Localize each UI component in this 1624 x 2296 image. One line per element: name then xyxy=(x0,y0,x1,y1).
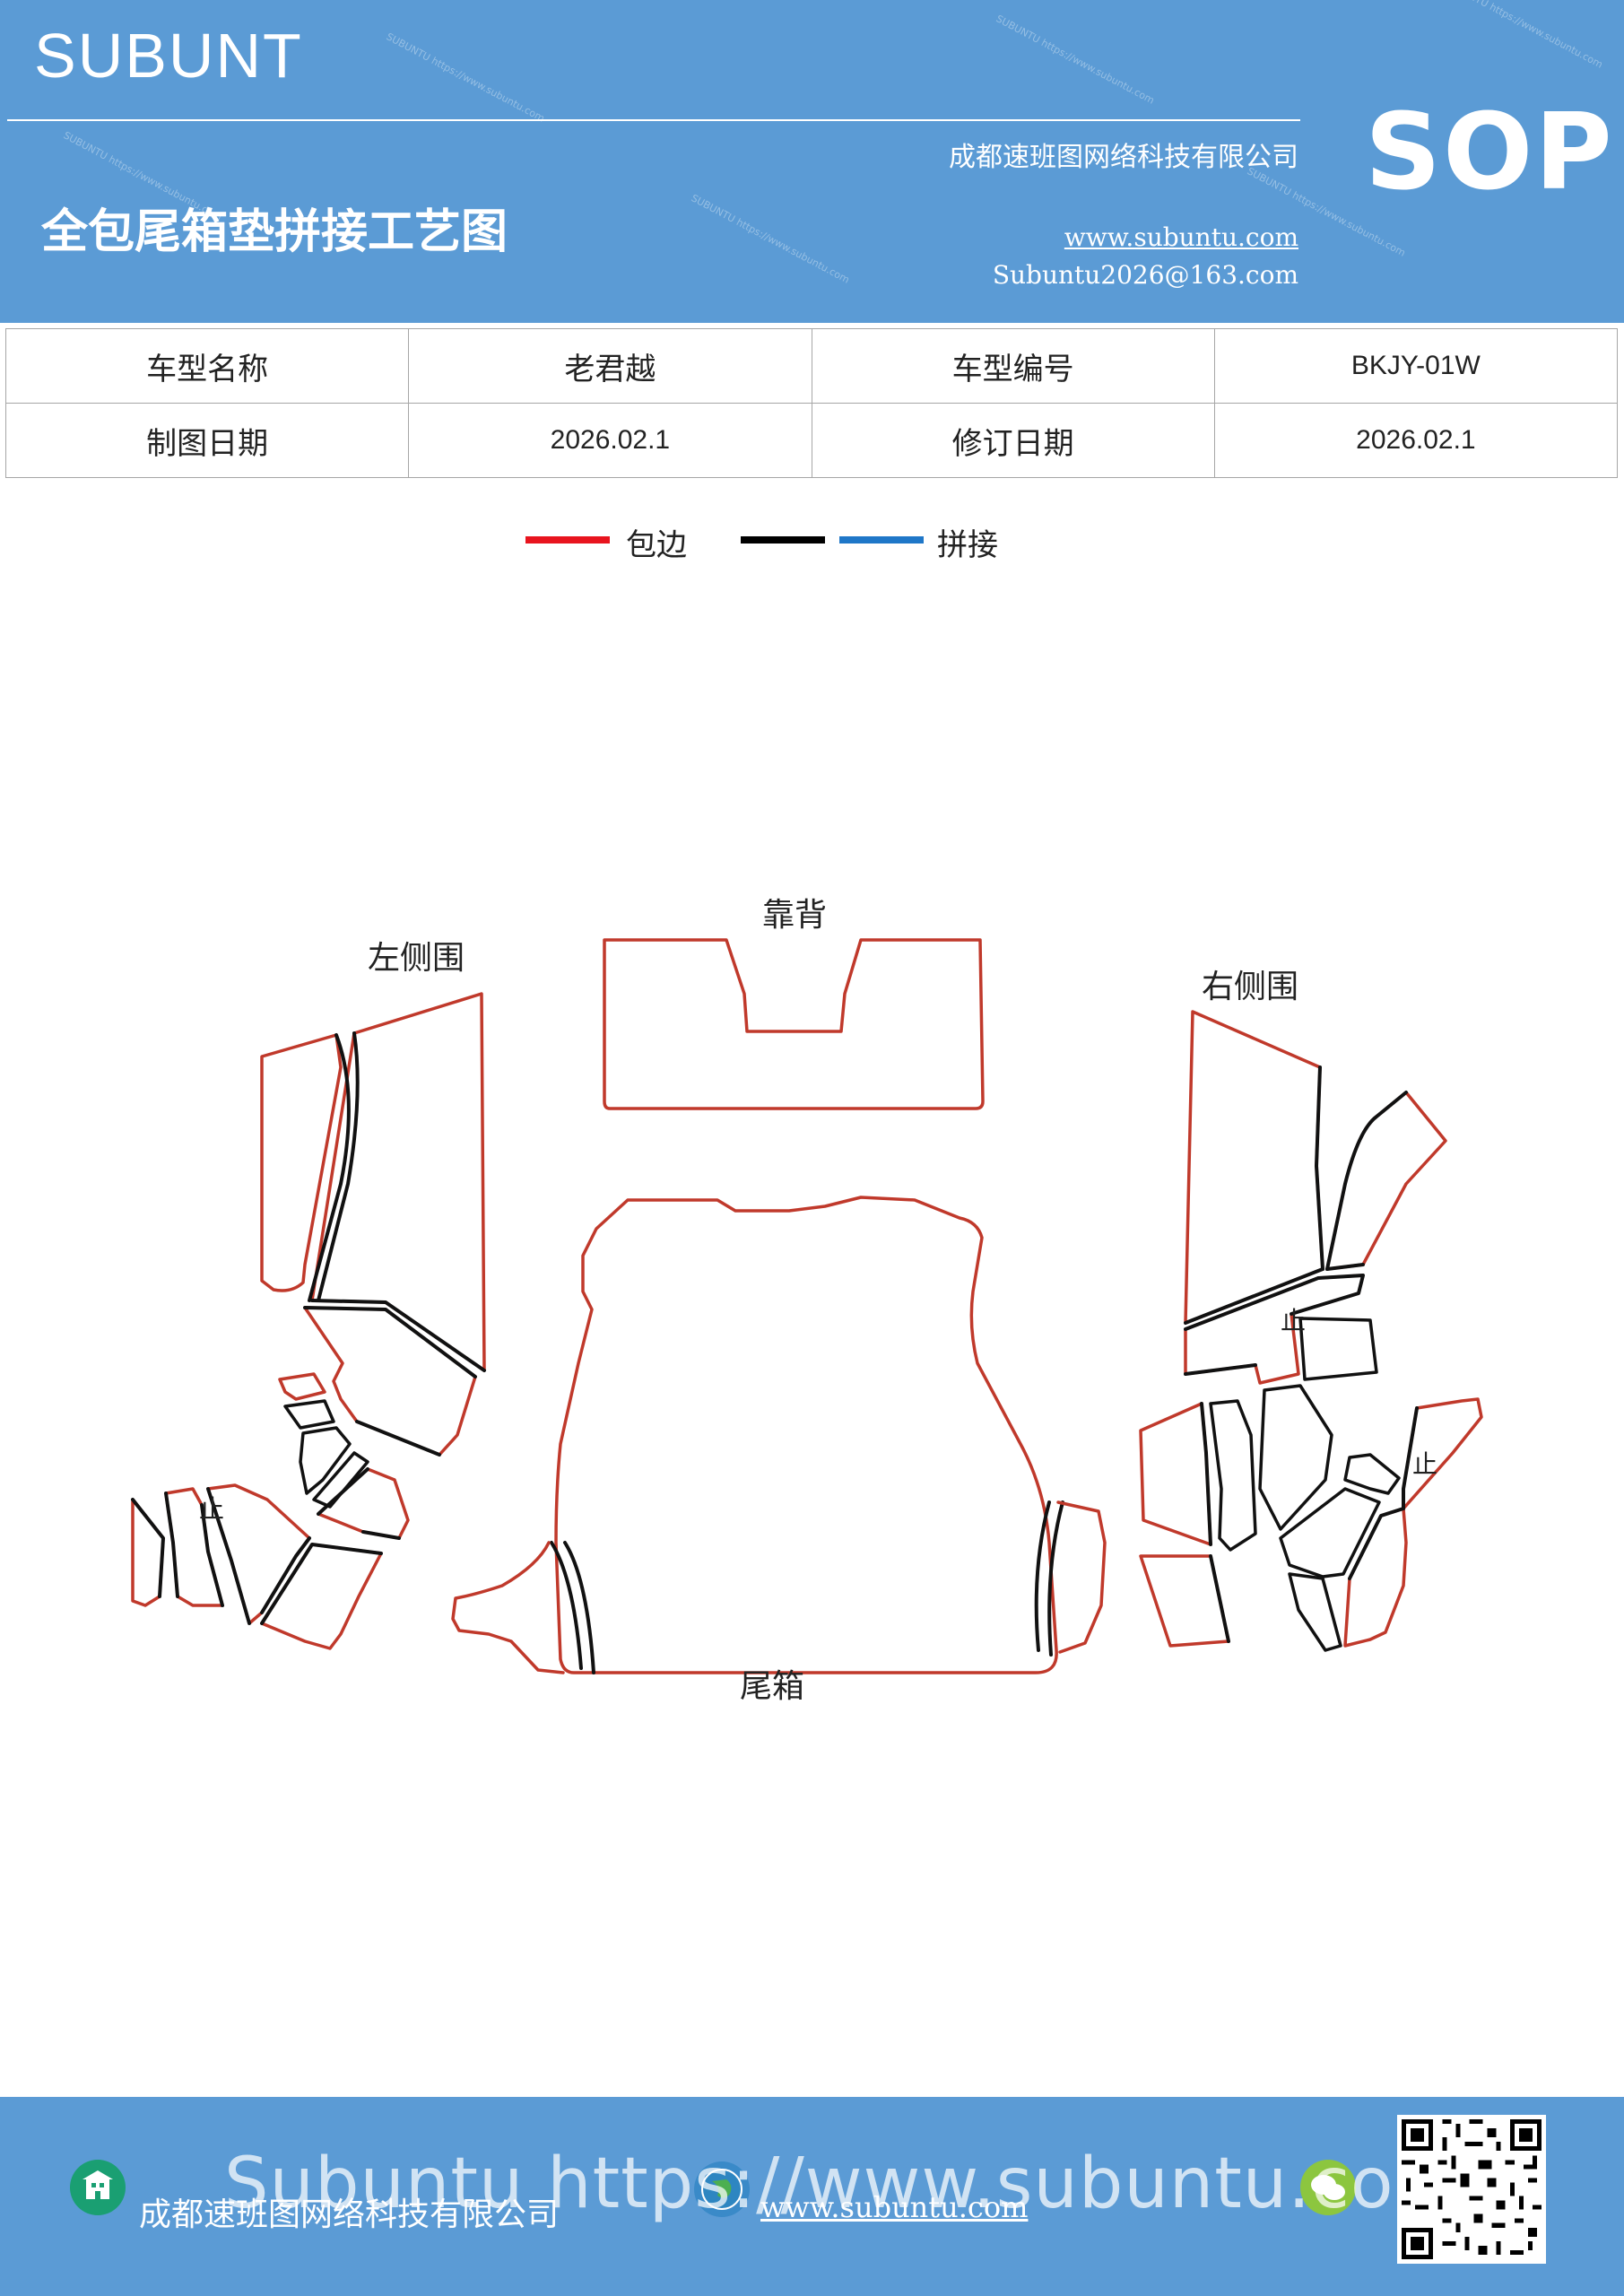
left-small-piece xyxy=(283,1399,335,1430)
page-title: 全包尾箱垫拼接工艺图 xyxy=(41,204,508,259)
watermark: SUBUNTU https://www.subuntu.com xyxy=(689,192,852,286)
model-name-label: 车型名称 xyxy=(4,328,410,404)
footer-watermark-overlay: Subuntu https://www.subuntu.com xyxy=(224,2144,1463,2224)
trunk-right-seam xyxy=(1034,1500,1051,1652)
watermark: SUBUNTU https://www.subuntu.com xyxy=(384,30,547,125)
footer-website-link[interactable]: www.subuntu.com xyxy=(760,2190,1029,2224)
right-small-piece xyxy=(1139,1402,1212,1546)
right-small-piece xyxy=(1258,1384,1333,1531)
trunk-label: 尾箱 xyxy=(740,1668,804,1705)
revise-date-label: 修订日期 xyxy=(811,403,1215,478)
stop-mark: 止 xyxy=(1281,1306,1306,1335)
right-small-piece xyxy=(1209,1399,1257,1552)
model-name-value: 老君越 xyxy=(408,328,812,404)
company-name: 成都速班图网络科技有限公司 xyxy=(949,142,1298,173)
right-small-piece xyxy=(1298,1317,1378,1381)
trunk-left-seam xyxy=(563,1541,595,1674)
email-address: Subuntu2026@163.com xyxy=(992,260,1298,290)
backrest-piece xyxy=(603,938,985,1110)
globe-icon xyxy=(694,2161,750,2217)
right-small-piece xyxy=(1288,1572,1342,1652)
legend: 包边 拼接 xyxy=(0,520,1624,574)
qr-code[interactable] xyxy=(1397,2115,1546,2264)
right-small-piece xyxy=(1343,1453,1401,1495)
edge-legend-label: 包边 xyxy=(626,527,687,563)
header-banner: SUBUNT SOP 成都速班图网络科技有限公司 全包尾箱垫拼接工艺图 www.… xyxy=(0,0,1624,323)
website-link[interactable]: www.subuntu.com xyxy=(1064,222,1298,252)
revise-date-value: 2026.02.1 xyxy=(1213,403,1619,478)
trunk-right-flap xyxy=(1056,1500,1107,1654)
left-small-piece xyxy=(299,1426,352,1495)
table-row: 车型名称 老君越 车型编号 BKJY-01W xyxy=(4,328,1619,404)
model-code-label: 车型编号 xyxy=(811,328,1215,404)
watermark: SUBUNTU https://www.subuntu.com xyxy=(1442,0,1605,71)
sop-badge: SOP xyxy=(1365,90,1614,213)
right-side-mid-piece xyxy=(1184,1274,1365,1385)
wechat-icon xyxy=(1300,2160,1356,2215)
left-side-upper-piece xyxy=(260,1033,343,1292)
trunk-mat-diagram: 止 止 止 靠背 左侧围 右侧围 尾箱 xyxy=(131,897,1483,1705)
stop-mark: 止 xyxy=(1412,1449,1437,1479)
header-divider xyxy=(7,119,1300,121)
footer-company: 成都速班图网络科技有限公司 xyxy=(139,2196,560,2233)
trunk-left-seam xyxy=(550,1541,583,1670)
trunk-right-seam xyxy=(1047,1500,1064,1657)
left-small-piece xyxy=(312,1451,369,1509)
watermark: SUBUNTU https://www.subuntu.com xyxy=(994,13,1157,107)
right-small-piece xyxy=(1279,1487,1381,1578)
model-code-value: BKJY-01W xyxy=(1213,328,1619,404)
left-small-piece xyxy=(278,1372,326,1401)
right-small-piece xyxy=(1139,1554,1230,1648)
seam-legend-label: 拼接 xyxy=(937,527,998,563)
seam-legend-swatch-blue xyxy=(839,536,924,544)
trunk-left-flap xyxy=(451,1541,565,1674)
edge-legend-swatch xyxy=(525,536,610,544)
trunk-floor-piece xyxy=(554,1196,1058,1674)
brand-logo-text: SUBUNT xyxy=(34,21,303,91)
stop-mark: 止 xyxy=(199,1494,224,1524)
draw-date-value: 2026.02.1 xyxy=(408,403,812,478)
right-side-label: 右侧围 xyxy=(1202,969,1298,1005)
draw-date-label: 制图日期 xyxy=(4,403,410,478)
seam-legend-swatch-black xyxy=(741,536,825,544)
footer-banner: 成都速班图网络科技有限公司 www.subuntu.com Subuntu ht… xyxy=(0,2097,1624,2296)
left-side-mid-piece xyxy=(303,1306,477,1457)
building-icon xyxy=(70,2160,126,2215)
table-row: 制图日期 2026.02.1 修订日期 2026.02.1 xyxy=(4,403,1619,478)
vehicle-info-table: 车型名称 老君越 车型编号 BKJY-01W 制图日期 2026.02.1 修订… xyxy=(4,328,1619,478)
backrest-label: 靠背 xyxy=(762,897,827,934)
left-side-label: 左侧围 xyxy=(368,940,465,977)
